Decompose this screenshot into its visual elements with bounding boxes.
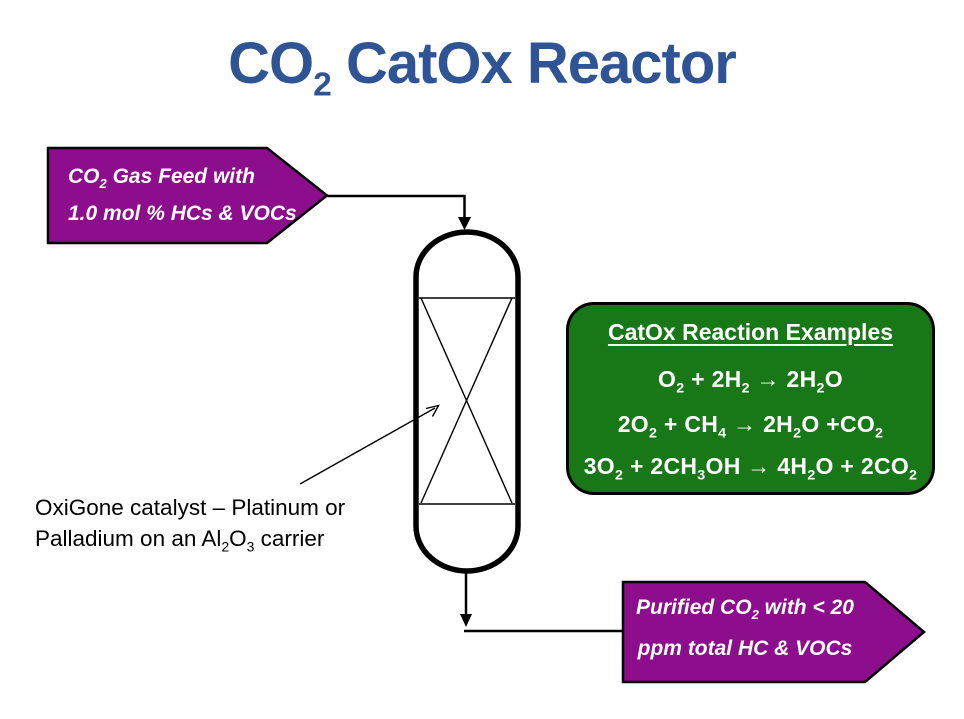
reactions-box-title: CatOx Reaction Examples xyxy=(607,319,894,345)
outlet-arrowhead-icon xyxy=(460,614,472,627)
feed-banner-line1: CO2 Gas Feed with xyxy=(68,165,255,192)
reaction-equation-2: 2O2 + CH4 → 2H2O +CO2 xyxy=(617,411,884,442)
feed-arrowhead-icon xyxy=(458,217,471,230)
catalyst-bed-cross-line-2 xyxy=(420,297,513,504)
catalyst-annotation-arrowhead-icon xyxy=(425,404,440,417)
feed-banner-shape xyxy=(46,146,330,245)
page-title: CO2 CatOx Reactor xyxy=(228,31,737,104)
purified-banner-line1: Purified CO2 with < 20 xyxy=(636,596,854,623)
purified-banner-line2: ppm total HC & VOCs xyxy=(637,637,853,660)
catalyst-note: OxiGone catalyst – Platinum or Palladium… xyxy=(35,492,345,554)
catalyst-note-line1: OxiGone catalyst – Platinum or xyxy=(35,495,346,520)
purified-banner-shape xyxy=(621,580,926,684)
reaction-equation-1: O2 + 2H2 → 2H2O xyxy=(658,366,843,397)
reactions-box: CatOx Reaction Examples O2 + 2H2 → 2H2O … xyxy=(566,302,935,495)
catalyst-annotation-arrow-line xyxy=(299,407,436,485)
feed-banner-line2: 1.0 mol % HCs & VOCs xyxy=(68,202,297,225)
catalyst-note-line2: Palladium on an Al2O3 carrier xyxy=(35,526,325,555)
feed-connector-line xyxy=(327,194,466,219)
reaction-equation-3: 3O2 + 2CH3OH → 4H2O + 2CO2 xyxy=(583,453,918,484)
